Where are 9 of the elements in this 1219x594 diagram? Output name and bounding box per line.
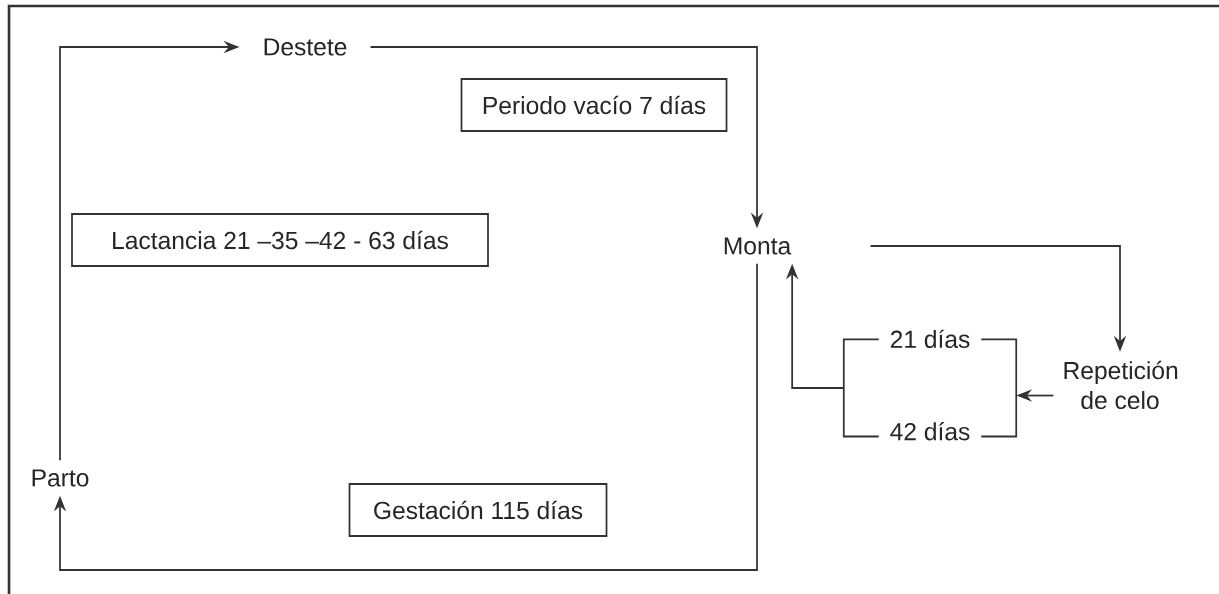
stage-box: Periodo vacío 7 días (460, 78, 728, 132)
stage-label: Repetición de celo (1064, 360, 1178, 410)
stage-label: Destete (264, 38, 347, 56)
arrow (53, 262, 758, 571)
stage-label: Monta (724, 237, 792, 255)
stage-box: Lactancia 21 –35 –42 - 63 días (71, 213, 489, 267)
stage-box: Gestación 115 días (348, 483, 608, 537)
stage-label: Parto (32, 469, 89, 487)
bracket-group: 21 días 42 días (842, 329, 1018, 441)
